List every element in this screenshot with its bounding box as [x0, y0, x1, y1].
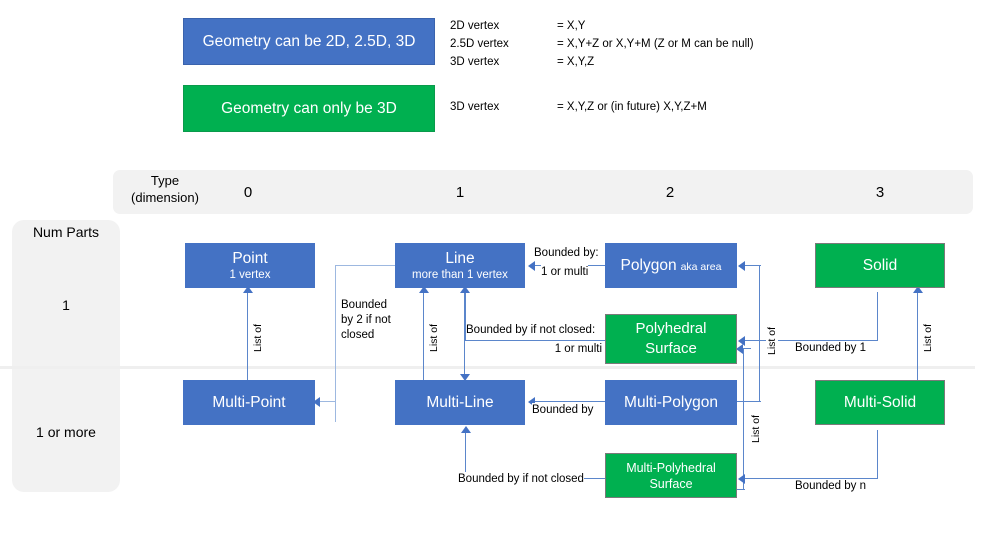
edge-multiline-to-line — [423, 292, 425, 382]
arrowhead-multiline-down-double — [460, 374, 470, 381]
edge-line-bounded-top — [335, 265, 397, 267]
edge-label-bounded-if-not-closed-multi: Bounded by if not closed — [458, 472, 584, 486]
legend-term-25d: 2.5D vertex — [450, 38, 509, 50]
node-multi-solid[interactable]: Multi-Solid — [815, 380, 945, 425]
node-polygon-title: Polygon — [620, 257, 677, 274]
legend-value-2d: = X,Y — [557, 20, 586, 32]
node-multi-polygon-title: Multi-Polygon — [624, 394, 718, 411]
column-header-1: 1 — [455, 184, 465, 201]
edge-label-list-of-line: List of — [428, 323, 440, 352]
node-point-title: Point — [232, 250, 268, 267]
type-dimension-label-line2: (dimension) — [131, 190, 199, 205]
edge-label-bounded-by-n: Bounded by n — [795, 479, 866, 493]
arrowhead-polyhedral-left-solid — [738, 336, 745, 346]
edge-label-list-of-solid: List of — [922, 323, 934, 352]
node-point[interactable]: Point 1 vertex — [185, 243, 315, 288]
node-multi-point[interactable]: Multi-Point — [183, 380, 315, 425]
edge-label-bounded-by-colon: Bounded by: — [534, 246, 599, 260]
node-multi-polyhedral-surface-title-line2: Surface — [649, 476, 693, 491]
edge-multisolid-to-solid — [917, 292, 919, 382]
arrowhead-polygon-left — [738, 261, 745, 271]
num-parts-band — [12, 220, 120, 492]
node-solid-title: Solid — [862, 257, 898, 274]
node-multi-solid-title: Multi-Solid — [843, 394, 917, 411]
arrowhead-solid-up — [913, 286, 923, 293]
edge-multipolygon-to-multiline — [535, 401, 605, 403]
edge-line-bounded-bottom — [318, 401, 336, 403]
edge-label-1-or-multi-polyhedral: 1 or multi — [530, 342, 602, 356]
legend-term-3d-only: 3D vertex — [450, 101, 500, 113]
row-header-1: 1 — [62, 297, 70, 313]
legend-box-blue: Geometry can be 2D, 2.5D, 3D — [183, 18, 435, 65]
legend-box-green: Geometry can only be 3D — [183, 85, 435, 132]
node-multi-polygon[interactable]: Multi-Polygon — [605, 380, 737, 425]
node-multi-line-title: Multi-Line — [426, 394, 494, 411]
edge-label-list-of-polygon: List of — [766, 326, 778, 355]
arrowhead-line-up-double — [460, 286, 470, 293]
legend-value-25d: = X,Y+Z or X,Y+M (Z or M can be null) — [557, 38, 754, 50]
arrowhead-multiline-left-polygon — [528, 397, 535, 407]
type-dimension-label-line1: Type — [150, 173, 180, 188]
node-polyhedral-surface[interactable]: Polyhedral Surface — [605, 314, 737, 364]
node-line-title: Line — [445, 250, 475, 267]
node-multi-point-title: Multi-Point — [212, 394, 286, 411]
edge-multipolyhedral-to-polyhedral-v — [743, 348, 745, 490]
arrowhead-line-left-polygon — [528, 261, 535, 271]
legend-value-3d-only: = X,Y,Z or (in future) X,Y,Z+M — [557, 101, 707, 113]
node-polyhedral-surface-title-line1: Polyhedral — [635, 320, 707, 337]
edge-multipolyhedral-to-polyhedral-h-bot — [737, 489, 745, 491]
arrowhead-multiline-up — [461, 426, 471, 433]
legend-term-2d: 2D vertex — [450, 20, 500, 32]
node-polyhedral-surface-title-line2: Surface — [645, 340, 697, 357]
edge-multipolygon-to-polygon-v — [759, 265, 761, 402]
column-header-2: 2 — [665, 184, 675, 201]
column-header-3: 3 — [875, 184, 885, 201]
node-polygon[interactable]: Polygon aka area — [605, 243, 737, 288]
edge-multipoint-to-point — [247, 292, 249, 382]
node-polygon-aka: aka area — [680, 261, 722, 273]
edge-multisolid-bounded-v — [877, 430, 879, 479]
node-multi-polyhedral-surface[interactable]: Multi-Polyhedral Surface — [605, 453, 737, 498]
edge-multipolyhedral-to-polyhedral-h-top — [743, 348, 751, 350]
node-line[interactable]: Line more than 1 vertex — [395, 243, 525, 288]
arrowhead-multipoint-left — [313, 397, 320, 407]
edge-label-bounded-if-not-closed: Bounded by if not closed: — [466, 323, 596, 337]
node-point-subtitle: 1 vertex — [229, 269, 271, 281]
edge-label-1-or-multi-polygon: 1 or multi — [541, 265, 589, 279]
edge-multipolygon-to-polygon-h-bot — [737, 401, 761, 403]
node-multi-polyhedral-surface-title-line1: Multi-Polyhedral — [626, 460, 716, 475]
column-header-0: 0 — [243, 184, 253, 201]
type-dimension-header-band — [113, 170, 973, 214]
num-parts-label: Num Parts — [32, 224, 100, 240]
node-multi-line[interactable]: Multi-Line — [395, 380, 525, 425]
edge-label-bounded-by-1: Bounded by 1 — [795, 341, 866, 355]
edge-solid-bounded-h — [745, 340, 878, 342]
arrowhead-polyhedral-left-listof — [736, 344, 743, 354]
edge-polyhedral-to-line-v — [465, 292, 467, 341]
edge-label-bounded-by: Bounded by — [532, 403, 594, 417]
edge-label-bounded-by-2-text: Bounded by 2 if not closed — [341, 299, 391, 341]
row-divider — [0, 366, 975, 369]
arrowhead-multipolyhedral-left — [738, 474, 745, 484]
legend-box-green-label: Geometry can only be 3D — [221, 99, 397, 117]
row-header-1-or-more: 1 or more — [36, 424, 96, 440]
edge-line-multiline-double — [464, 292, 466, 376]
edge-label-list-of-point: List of — [252, 323, 264, 352]
edge-label-list-of-polyhedral: List of — [750, 414, 762, 443]
node-solid[interactable]: Solid — [815, 243, 945, 288]
arrowhead-line-up-listof — [419, 286, 429, 293]
legend-term-3d: 3D vertex — [450, 56, 500, 68]
edge-label-bounded-by-2-if-not-closed: Bounded by 2 if not closed — [341, 298, 401, 343]
edge-solid-bounded-v — [877, 292, 879, 340]
arrowhead-point-up — [243, 286, 253, 293]
edge-multipolyhedral-to-multiline-v — [465, 432, 467, 479]
edge-multisolid-bounded-h — [745, 478, 878, 480]
edge-polyhedral-to-line-h — [465, 340, 605, 342]
type-dimension-label: Type (dimension) — [120, 172, 210, 206]
edge-line-bounded-vert — [335, 265, 337, 422]
legend-value-3d: = X,Y,Z — [557, 56, 595, 68]
node-line-subtitle: more than 1 vertex — [412, 269, 508, 281]
edge-multipolygon-to-polygon-h-top — [745, 265, 761, 267]
legend-box-blue-label: Geometry can be 2D, 2.5D, 3D — [202, 32, 416, 50]
